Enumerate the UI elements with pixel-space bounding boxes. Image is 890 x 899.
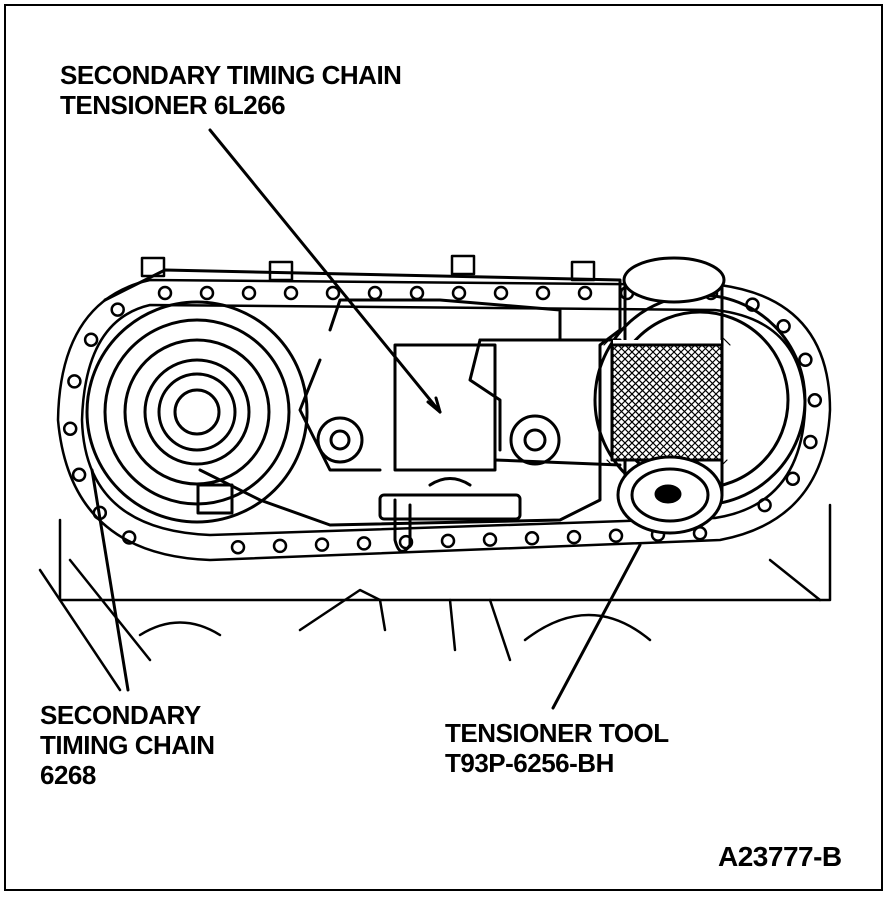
label-secondary-timing-chain: SECONDARY TIMING CHAIN 6268 — [40, 700, 215, 790]
chain-link — [230, 539, 246, 555]
chain-link — [199, 285, 215, 301]
chain-link — [776, 319, 791, 334]
chain-link — [608, 528, 624, 544]
tensioner-tool — [603, 256, 731, 535]
chain-link — [157, 285, 173, 301]
secondary-timing-chain — [56, 278, 832, 562]
engine-block-outline — [38, 503, 832, 692]
chain-link — [524, 531, 540, 546]
chain-link — [785, 471, 801, 486]
figure-id: A23777-B — [718, 841, 842, 872]
chain-link — [110, 302, 125, 317]
housing-bolts — [140, 254, 596, 282]
label-line: TENSIONER TOOL — [445, 718, 669, 748]
knurled-grip — [603, 336, 731, 466]
chain-link — [577, 285, 593, 301]
label-line: TIMING CHAIN — [40, 730, 215, 760]
chain-link — [803, 434, 818, 450]
label-line: T93P-6256-BH — [445, 748, 614, 778]
chain-link — [807, 393, 823, 408]
chain-link — [121, 530, 137, 545]
left-camshaft-sprocket — [85, 300, 309, 524]
chain-link — [272, 538, 288, 554]
chain-link — [314, 537, 330, 552]
chain-link — [325, 285, 341, 301]
chain-link — [757, 497, 772, 513]
chain-link — [798, 352, 813, 368]
chain-link — [482, 532, 498, 547]
chain-link — [367, 285, 383, 301]
chain-link — [398, 534, 414, 550]
diagram-frame — [4, 4, 883, 891]
chain-link — [493, 285, 509, 301]
chain-link — [745, 297, 760, 312]
chain-link — [71, 467, 87, 483]
chain-link — [535, 285, 551, 301]
chain-link — [283, 285, 299, 301]
chain-link — [241, 285, 257, 301]
chain-link — [356, 536, 372, 551]
chain-link — [62, 421, 78, 436]
chain-link — [451, 285, 467, 301]
label-line: SECONDARY TIMING CHAIN — [60, 60, 402, 90]
label-line: SECONDARY — [40, 700, 201, 730]
label-secondary-timing-chain-tensioner: SECONDARY TIMING CHAIN TENSIONER 6L266 — [60, 60, 402, 120]
label-tensioner-tool: TENSIONER TOOL T93P-6256-BH — [445, 718, 669, 778]
chain-link — [566, 529, 582, 545]
chain-link — [83, 332, 99, 347]
tensioner-housing — [103, 268, 622, 553]
chain-link — [440, 533, 456, 549]
label-line: 6268 — [40, 760, 96, 790]
chain-links — [62, 285, 823, 555]
leader-lines — [90, 128, 642, 710]
chain-link — [67, 374, 82, 389]
label-line: TENSIONER 6L266 — [60, 90, 286, 120]
chain-link — [409, 285, 425, 301]
